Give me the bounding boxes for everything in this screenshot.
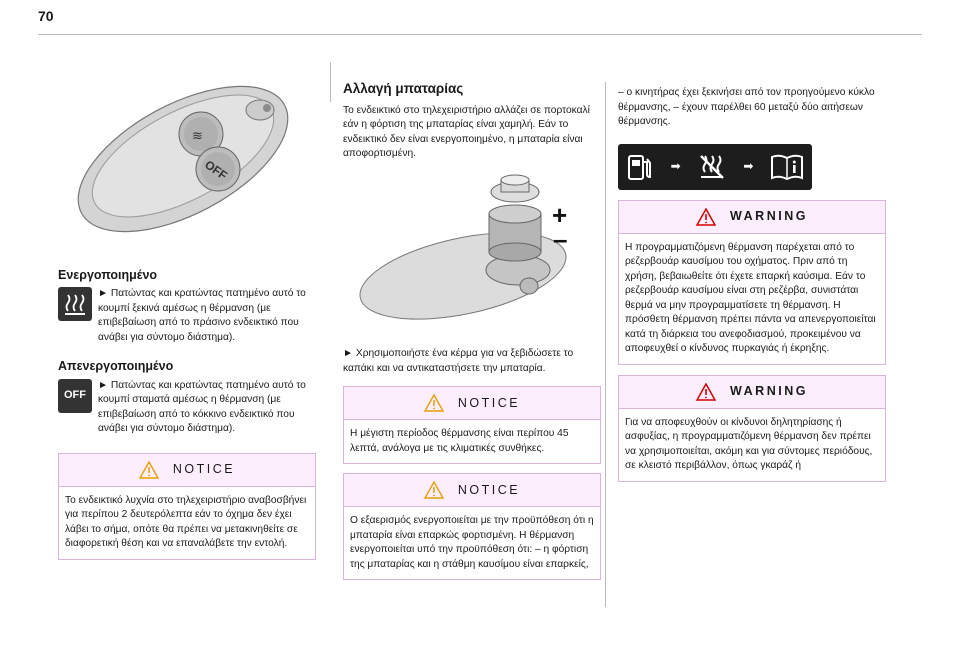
minus-sign: – (553, 224, 567, 254)
notice-box: NOTICE Η μέγιστη περίοδος θέρμανσης είνα… (343, 386, 601, 464)
heading-activated: Ενεργοποιημένο (58, 267, 158, 282)
continued-text: – ο κινητήρας έχει ξεκινήσει από τον προ… (618, 87, 875, 127)
remote-control-illustration: ≋ OFF (77, 85, 289, 233)
battery-replacement-illustration: + – (359, 174, 567, 320)
plus-sign: + (552, 200, 567, 230)
warning-title: WARNING (730, 209, 808, 224)
column-3: – ο κινητήρας έχει ξεκινήσει από τον προ… (618, 86, 886, 482)
notice-box: NOTICE Ο εξαερισμός ενεργοποιείται με τη… (343, 473, 601, 580)
notice-title: NOTICE (172, 462, 236, 477)
heading-deactivated: Απενεργοποιημένο (58, 359, 174, 373)
header-rule (38, 34, 922, 35)
caution-icon (423, 394, 444, 412)
heater-crossed-icon (700, 154, 724, 179)
heater-on-icon (58, 287, 92, 321)
battery-instruction: ► Χρησιμοποιήστε ένα κέρμα για να ξεβιδώ… (343, 348, 574, 374)
warning-box: WARNING Για να αποφευχθούν οι κίνδυνοι δ… (618, 374, 886, 482)
notice-title: NOTICE (457, 395, 521, 410)
notice-text: Η μέγιστη περίοδος θέρμανσης είναι περίπ… (350, 428, 569, 454)
deactivated-text: ► Πατώντας και κρατώντας πατημένο αυτό τ… (98, 379, 306, 435)
fuel-heater-manual-icon-strip: ➡ ➡ (618, 143, 812, 190)
column-2: Αλλαγή μπαταρίας Το ενδεικτικό στο τηλεχ… (343, 81, 601, 580)
notice-title: NOTICE (457, 482, 521, 497)
warning-triangle-icon (696, 207, 717, 226)
warning-text: Για να αποφευχθούν οι κίνδυνοι δηλητηρία… (625, 416, 873, 472)
heading-battery: Αλλαγή μπαταρίας (343, 81, 464, 96)
caution-icon (423, 481, 444, 499)
svg-text:≋: ≋ (192, 128, 203, 143)
warning-title: WARNING (730, 384, 808, 399)
activated-text: ► Πατώντας και κρατώντας πατημένο αυτό τ… (98, 288, 306, 343)
caution-icon (138, 460, 159, 479)
fuel-pump-icon (628, 154, 652, 180)
notice-text: Το ενδεικτικό λυχνία στο τηλεχειριστήριο… (65, 494, 307, 550)
notice-box: NOTICE Το ενδεικτικό λυχνία στο τηλεχειρ… (58, 452, 316, 560)
battery-intro: Το ενδεικτικό στο τηλεχειριστήριο αλλάζε… (343, 104, 590, 160)
warning-triangle-icon (696, 382, 717, 401)
arrow-icon: ➡ (670, 159, 681, 174)
off-icon: OFF (58, 378, 92, 413)
arrow-icon: ➡ (743, 159, 754, 174)
column-divider (605, 82, 606, 607)
notice-text: Ο εξαερισμός ενεργοποιείται με την προϋπ… (350, 515, 594, 570)
column-1: ≋ OFF Ενεργοποιημένο ► Πατώντας και κρατ… (58, 44, 316, 560)
column-divider (330, 62, 331, 102)
warning-text: Η προγραμματιζόμενη θέρμανση παρέχεται α… (625, 241, 876, 355)
warning-box: WARNING Η προγραμματιζόμενη θέρμανση παρ… (618, 199, 886, 365)
page-number: 70 (38, 8, 54, 24)
manual-info-icon (770, 154, 803, 180)
